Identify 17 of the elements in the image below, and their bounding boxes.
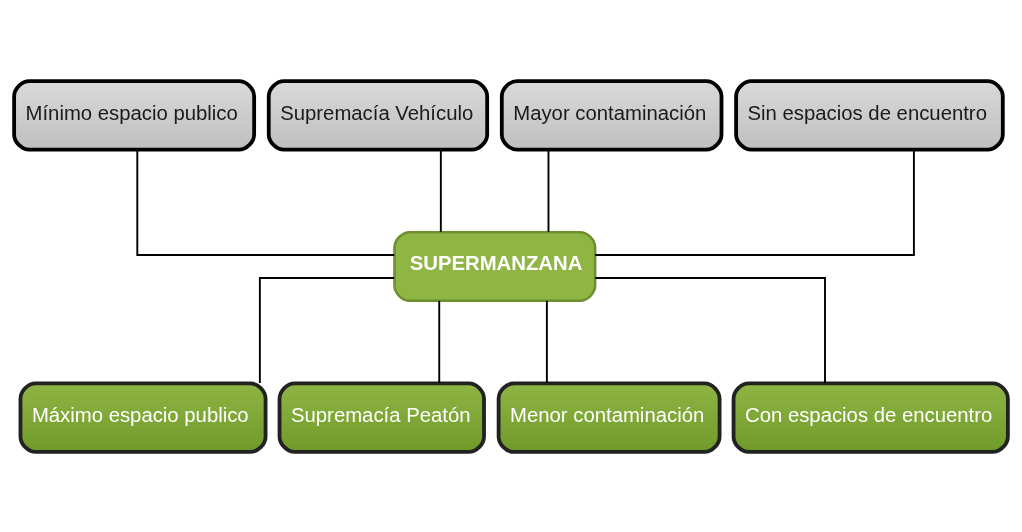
node-box: Sin espacios de encuentro bbox=[734, 78, 1005, 152]
node-box: Supremacía Vehículo bbox=[266, 78, 490, 152]
node-box: Supremacía Peatón bbox=[277, 380, 486, 454]
connector bbox=[438, 299, 441, 384]
connector bbox=[439, 148, 442, 233]
node-box: SUPERMANZANA bbox=[393, 230, 597, 302]
connector bbox=[136, 148, 396, 256]
connector bbox=[258, 276, 396, 384]
connector bbox=[594, 276, 826, 384]
node-box: Mayor contaminación bbox=[499, 78, 724, 152]
connector bbox=[547, 148, 550, 233]
connector bbox=[545, 299, 548, 384]
node-box: Máximo espacio publico bbox=[18, 380, 268, 454]
node-box: Menor contaminación bbox=[496, 380, 722, 454]
node-box: Con espacios de encuentro bbox=[731, 380, 1010, 454]
node-box: Mínimo espacio publico bbox=[12, 78, 257, 152]
connector bbox=[594, 148, 915, 256]
